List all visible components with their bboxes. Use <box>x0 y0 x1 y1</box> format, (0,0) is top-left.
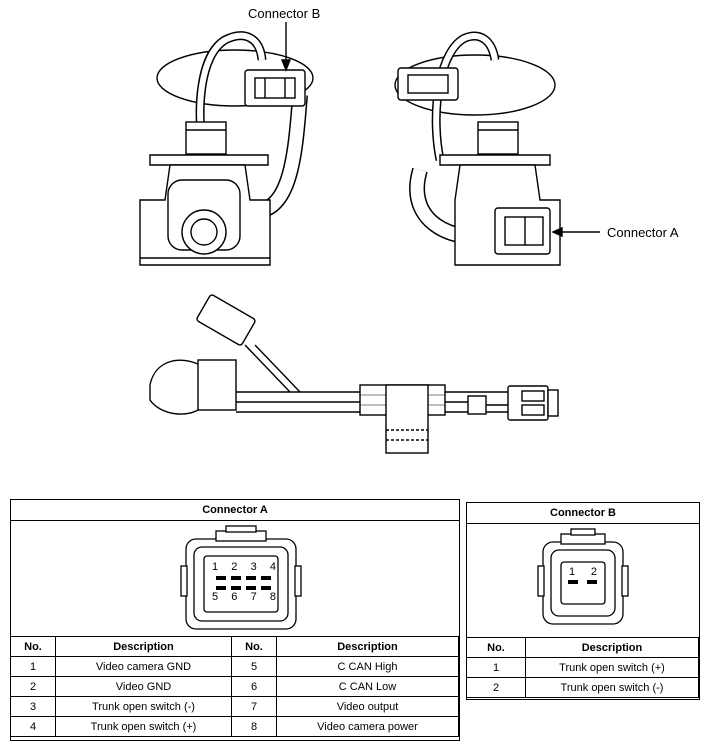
col-header-description: Description <box>55 636 232 657</box>
pin-no: 1 <box>466 657 526 678</box>
camera-front-view <box>139 31 314 266</box>
table-row: 2 Trunk open switch (-) <box>466 677 699 698</box>
pin-label: 5 <box>212 591 219 603</box>
pin-no: 7 <box>231 696 277 717</box>
pin-label: 4 <box>269 561 276 573</box>
camera-rear-view <box>394 31 561 266</box>
pin-desc: Video camera power <box>276 716 459 737</box>
pin-label: 7 <box>250 591 257 603</box>
pin-desc: Trunk open switch (+) <box>55 716 232 737</box>
pin-no: 2 <box>466 677 526 698</box>
col-header-description: Description <box>525 637 699 658</box>
table-row: 3 Trunk open switch (-) 7 Video output <box>10 696 459 717</box>
pin-no: 1 <box>10 656 56 677</box>
col-header-no: No. <box>466 637 526 658</box>
pin-no: 2 <box>10 676 56 697</box>
pin-label: 2 <box>590 566 597 578</box>
table-row: 1 Video camera GND 5 C CAN High <box>10 656 459 677</box>
table-row: 4 Trunk open switch (+) 8 Video camera p… <box>10 716 459 737</box>
connector-a-face-icon <box>180 525 302 630</box>
connector-b-face-icon <box>537 528 629 625</box>
col-header-no: No. <box>10 636 56 657</box>
pin-label: 1 <box>212 561 219 573</box>
connector-b-callout: Connector B <box>248 6 321 21</box>
camera-illustrations <box>139 22 600 454</box>
connector-b-panel: Connector B 1 2 No. Description <box>466 502 700 700</box>
col-header-description: Description <box>276 636 459 657</box>
connector-b-table: No. Description 1 Trunk open switch (+) … <box>466 637 699 698</box>
pin-desc: Trunk open switch (-) <box>55 696 232 717</box>
connector-a-title: Connector A <box>11 500 459 521</box>
pin-label: 1 <box>569 566 576 578</box>
pin-label: 2 <box>231 561 238 573</box>
table-row: 1 Trunk open switch (+) <box>466 657 699 678</box>
camera-side-view <box>149 294 559 454</box>
pin-no: 8 <box>231 716 277 737</box>
pin-no: 4 <box>10 716 56 737</box>
connector-b-pin-numbers: 1 2 <box>569 566 597 578</box>
connector-a-pin-numbers-top: 1 2 3 4 <box>212 561 276 573</box>
table-row: 2 Video GND 6 C CAN Low <box>10 676 459 697</box>
connector-a-table: No. Description No. Description 1 Video … <box>10 636 459 737</box>
pin-no: 6 <box>231 676 277 697</box>
pin-label: 3 <box>250 561 257 573</box>
pin-desc: Video GND <box>55 676 232 697</box>
pin-desc: Trunk open switch (+) <box>525 657 699 678</box>
pin-desc: Video output <box>276 696 459 717</box>
col-header-no: No. <box>231 636 277 657</box>
pin-desc: C CAN High <box>276 656 459 677</box>
pin-no: 5 <box>231 656 277 677</box>
pin-desc: Video camera GND <box>55 656 232 677</box>
pin-no: 3 <box>10 696 56 717</box>
pin-label: 6 <box>231 591 238 603</box>
pin-label: 8 <box>269 591 276 603</box>
connector-a-callout: Connector A <box>607 225 679 240</box>
connector-a-panel: Connector A <box>10 499 460 741</box>
connector-a-pin-numbers-bottom: 5 6 7 8 <box>212 591 276 603</box>
pin-desc: Trunk open switch (-) <box>525 677 699 698</box>
pin-desc: C CAN Low <box>276 676 459 697</box>
connector-b-title: Connector B <box>467 503 699 524</box>
